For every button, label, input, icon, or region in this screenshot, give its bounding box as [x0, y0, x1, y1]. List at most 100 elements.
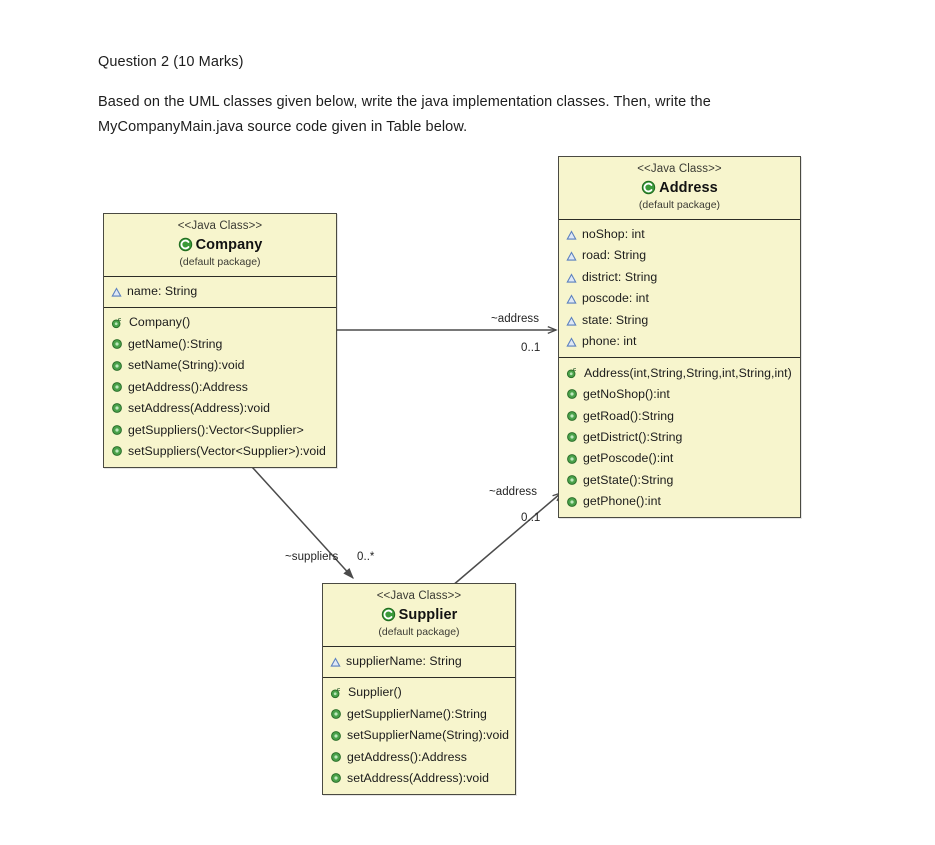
class-methods-address: c Address(int,String,String,int,String,i…	[559, 358, 800, 517]
edge-label-company-supplier-role: ~suppliers	[285, 551, 339, 563]
method-icon	[566, 453, 578, 465]
attribute-label: state: String	[582, 312, 649, 327]
class-name: Supplier	[398, 606, 458, 623]
method-label: getPhone():int	[583, 494, 661, 509]
method-row: getAddress():Address	[323, 746, 515, 767]
class-attributes-company: name: String	[104, 277, 336, 308]
svg-text:c: c	[337, 687, 341, 693]
method-label: Supplier()	[348, 685, 402, 700]
method-icon	[330, 751, 342, 763]
class-package: (default package)	[638, 199, 721, 212]
method-icon	[566, 431, 578, 443]
attribute-icon	[330, 657, 341, 668]
class-package: (default package)	[179, 256, 261, 269]
edge-label-company-address-role: ~address	[491, 313, 540, 325]
method-label: getNoShop():int	[583, 387, 670, 402]
method-icon	[330, 772, 342, 784]
method-row-constructor: c Supplier()	[323, 682, 515, 703]
method-icon	[566, 474, 578, 486]
class-header-supplier: <<Java Class>> Supplier (default package…	[323, 584, 515, 647]
method-label: setName(String):void	[128, 358, 245, 373]
attribute-label: road: String	[582, 248, 647, 263]
java-class-icon	[178, 237, 193, 252]
method-icon	[330, 708, 342, 720]
attribute-label: noShop: int	[582, 227, 645, 242]
edge-label-supplier-address-role: ~address	[489, 486, 538, 498]
class-attributes-address: noShop: int road: String district: Strin…	[559, 220, 800, 359]
edge-supplier-address	[451, 493, 561, 587]
method-row-constructor: c Address(int,String,String,int,String,i…	[559, 362, 800, 383]
attribute-icon	[566, 294, 577, 305]
attribute-row: road: String	[559, 245, 800, 266]
method-icon	[111, 402, 123, 414]
attribute-label: district: String	[582, 269, 658, 284]
constructor-icon: c	[111, 316, 124, 329]
attribute-icon	[566, 230, 577, 241]
edge-label-company-supplier-multiplicity: 0..*	[357, 551, 375, 563]
uml-class-supplier[interactable]: <<Java Class>> Supplier (default package…	[322, 583, 516, 796]
method-label: setAddress(Address):void	[128, 401, 270, 416]
uml-class-company[interactable]: <<Java Class>> Company (default package)	[103, 213, 337, 469]
class-attributes-supplier: supplierName: String	[323, 647, 515, 678]
class-name: Company	[195, 236, 263, 253]
method-icon	[111, 424, 123, 436]
attribute-row: district: String	[559, 266, 800, 287]
class-name: Address	[659, 179, 718, 196]
class-stereotype: <<Java Class>>	[177, 220, 263, 232]
attribute-icon	[566, 251, 577, 262]
method-row: setAddress(Address):void	[323, 768, 515, 789]
class-package: (default package)	[378, 626, 460, 639]
method-row: getSuppliers():Vector<Supplier>	[104, 419, 336, 440]
method-label: getSuppliers():Vector<Supplier>	[128, 422, 304, 437]
attribute-row: noShop: int	[559, 224, 800, 245]
method-label: Company()	[129, 315, 191, 330]
constructor-icon: c	[566, 366, 579, 379]
attribute-icon	[566, 315, 577, 327]
edge-label-company-address-multiplicity: 0..1	[521, 342, 541, 354]
question-heading: Question 2 (10 Marks)	[98, 54, 244, 70]
attribute-icon	[111, 287, 122, 298]
svg-text:c: c	[118, 317, 122, 323]
class-stereotype: <<Java Class>>	[637, 163, 722, 175]
java-class-icon	[641, 180, 656, 195]
method-row: getAddress():Address	[104, 376, 336, 397]
class-methods-company: c Company() getName():String setName(Str…	[104, 308, 336, 467]
method-row: getPoscode():int	[559, 448, 800, 469]
method-icon	[111, 360, 123, 372]
attribute-label: poscode: int	[582, 291, 649, 306]
method-icon	[566, 410, 578, 422]
method-icon	[566, 496, 578, 508]
method-label: getDistrict():String	[583, 429, 683, 444]
method-row: setSupplierName(String):void	[323, 725, 515, 746]
method-label: setAddress(Address):void	[347, 771, 489, 786]
attribute-label: supplierName: String	[346, 654, 462, 669]
class-header-company: <<Java Class>> Company (default package)	[104, 214, 336, 277]
question-block: Question 2 (10 Marks) Based on the UML c…	[98, 52, 778, 140]
constructor-icon: c	[330, 686, 343, 699]
class-methods-supplier: c Supplier() getSupplierName():String se…	[323, 678, 515, 794]
edge-label-supplier-address-multiplicity: 0..1	[521, 512, 541, 524]
attribute-row: supplierName: String	[323, 651, 515, 672]
method-icon	[111, 338, 123, 350]
attribute-row: state: String	[559, 309, 800, 330]
method-label: setSuppliers(Vector<Supplier>):void	[128, 444, 326, 459]
method-label: setSupplierName(String):void	[347, 728, 510, 743]
method-row-constructor: c Company()	[104, 312, 336, 333]
class-stereotype: <<Java Class>>	[376, 590, 462, 602]
method-row: getPhone():int	[559, 491, 800, 512]
attribute-row: poscode: int	[559, 288, 800, 309]
class-header-address: <<Java Class>> Address (default package)	[559, 157, 800, 220]
method-icon	[566, 388, 578, 400]
attribute-label: name: String	[127, 284, 198, 299]
method-icon	[111, 445, 123, 457]
attribute-label: phone: int	[582, 334, 637, 349]
method-label: getName():String	[128, 336, 223, 351]
method-label: getState():String	[583, 472, 674, 487]
method-icon	[330, 730, 342, 742]
question-body: Based on the UML classes given below, wr…	[98, 93, 711, 135]
attribute-row: phone: int	[559, 331, 800, 352]
method-icon	[111, 381, 123, 393]
method-row: getState():String	[559, 469, 800, 490]
uml-class-address[interactable]: <<Java Class>> Address (default package)…	[558, 156, 801, 519]
